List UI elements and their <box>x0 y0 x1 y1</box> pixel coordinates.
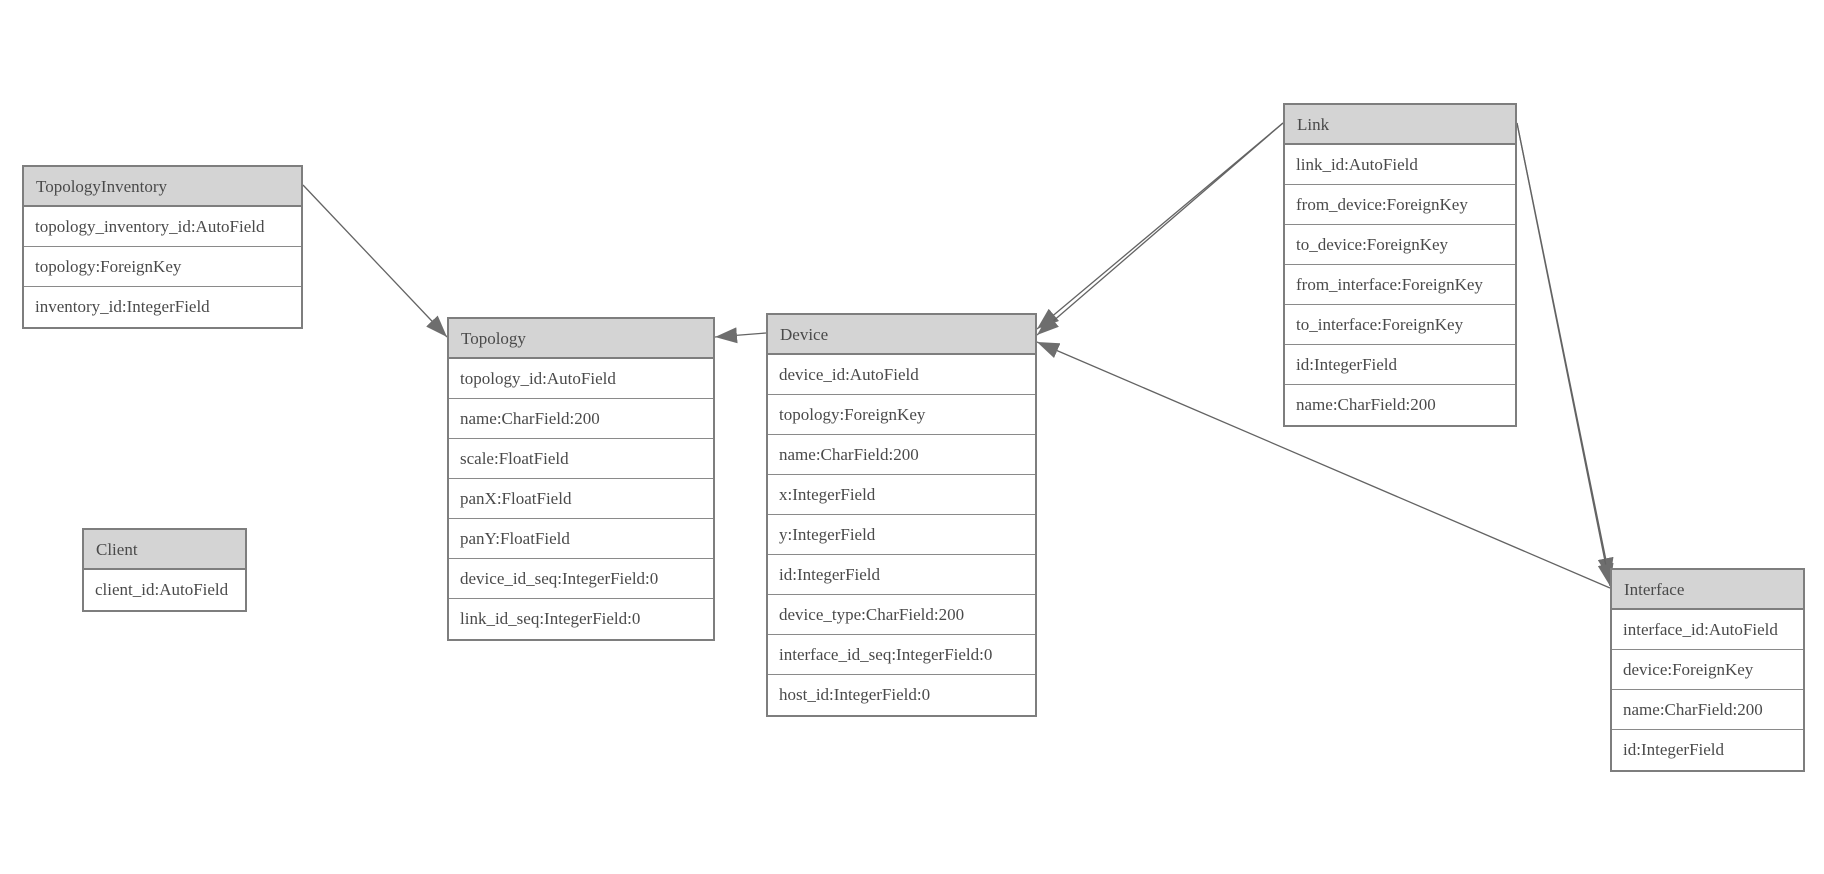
entity-field-row: link_id:AutoField <box>1285 145 1515 185</box>
relation-link-from_device-device <box>1036 122 1284 330</box>
relation-topologyinventory-topology <box>302 184 448 338</box>
entity-title-topology_inventory: TopologyInventory <box>24 167 301 207</box>
relation-edges <box>302 122 1614 589</box>
entity-field-row: name:CharField:200 <box>768 435 1035 475</box>
entity-field-row: topology_id:AutoField <box>449 359 713 399</box>
entity-field-row: host_id:IntegerField:0 <box>768 675 1035 715</box>
entity-field-row: device:ForeignKey <box>1612 650 1803 690</box>
entity-field-row: topology_inventory_id:AutoField <box>24 207 301 247</box>
entity-field-row: name:CharField:200 <box>1285 385 1515 425</box>
entity-field-row: id:IntegerField <box>1285 345 1515 385</box>
entity-title-client: Client <box>84 530 245 570</box>
entity-field-row: to_device:ForeignKey <box>1285 225 1515 265</box>
entity-field-row: id:IntegerField <box>1612 730 1803 770</box>
entity-field-row: x:IntegerField <box>768 475 1035 515</box>
entity-field-row: device_type:CharField:200 <box>768 595 1035 635</box>
entity-field-row: panX:FloatField <box>449 479 713 519</box>
entity-field-row: name:CharField:200 <box>1612 690 1803 730</box>
relation-device-topology <box>714 327 767 344</box>
entity-field-row: device_id:AutoField <box>768 355 1035 395</box>
entity-field-row: interface_id:AutoField <box>1612 610 1803 650</box>
entity-field-row: name:CharField:200 <box>449 399 713 439</box>
entity-field-row: from_device:ForeignKey <box>1285 185 1515 225</box>
entity-field-row: topology:ForeignKey <box>768 395 1035 435</box>
entity-field-row: panY:FloatField <box>449 519 713 559</box>
entity-field-row: inventory_id:IntegerField <box>24 287 301 327</box>
entity-field-row: from_interface:ForeignKey <box>1285 265 1515 305</box>
entity-field-row: topology:ForeignKey <box>24 247 301 287</box>
entity-title-interface: Interface <box>1612 570 1803 610</box>
relation-link-to_device-device <box>1036 122 1284 336</box>
entity-field-row: y:IntegerField <box>768 515 1035 555</box>
entity-field-row: interface_id_seq:IntegerField:0 <box>768 635 1035 675</box>
entity-field-row: scale:FloatField <box>449 439 713 479</box>
entity-title-topology: Topology <box>449 319 713 359</box>
entity-field-row: device_id_seq:IntegerField:0 <box>449 559 713 599</box>
entity-title-link: Link <box>1285 105 1515 145</box>
entity-field-row: to_interface:ForeignKey <box>1285 305 1515 345</box>
entity-field-row: link_id_seq:IntegerField:0 <box>449 599 713 639</box>
entity-field-row: id:IntegerField <box>768 555 1035 595</box>
relation-link-to_interface-interface <box>1516 122 1614 587</box>
entity-field-row: client_id:AutoField <box>84 570 245 610</box>
entity-title-device: Device <box>768 315 1035 355</box>
relation-interface-device <box>1036 341 1611 589</box>
